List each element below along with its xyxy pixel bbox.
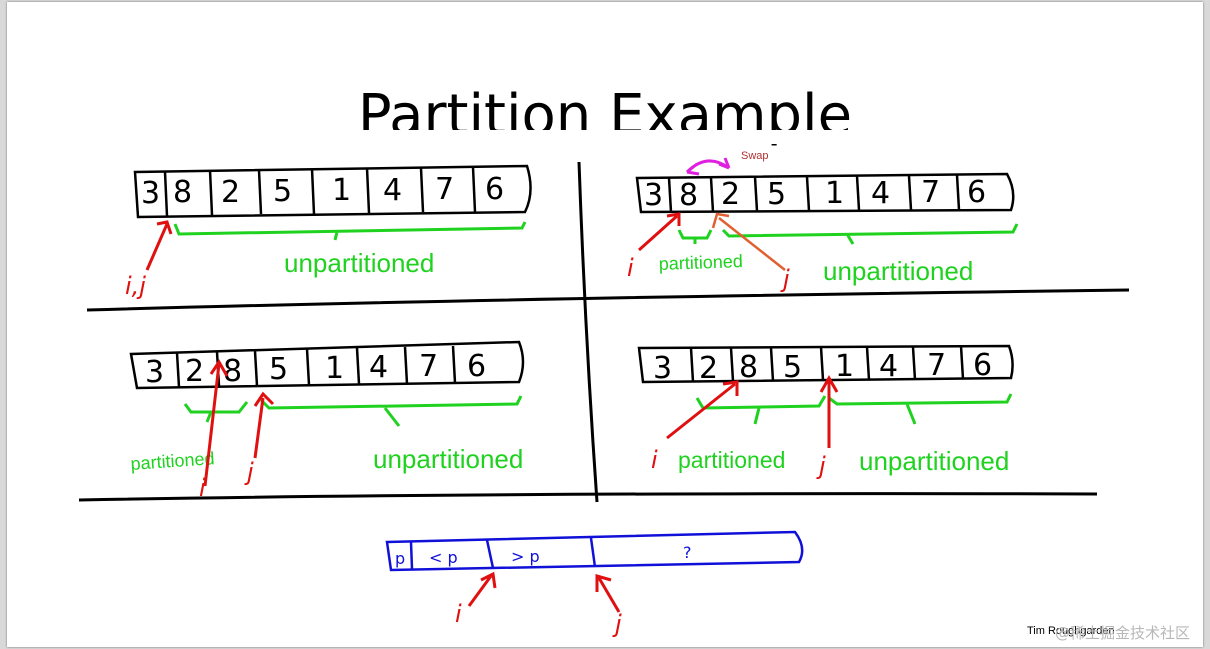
unpartitioned-label: unpartitioned bbox=[823, 256, 973, 286]
array-cell: 4 bbox=[369, 350, 388, 385]
partitioned-brace bbox=[183, 401, 249, 423]
pointer-i-label: i bbox=[455, 600, 462, 628]
panel-bottom-right: 3 2 8 5 1 4 7 6 partitioned unpartitione… bbox=[637, 344, 1014, 480]
slide: Partition Example 3 8 2 5 1 4 7 6 unpart… bbox=[7, 2, 1203, 647]
array-cell: 4 bbox=[879, 349, 898, 384]
title-mask bbox=[347, 130, 867, 144]
pointer-j-label: j bbox=[780, 265, 790, 293]
array-cell: 5 bbox=[273, 174, 292, 209]
pointer-i-arrow bbox=[203, 359, 229, 487]
pointer-i-label: i bbox=[199, 474, 206, 502]
pointer-j-arrow bbox=[711, 212, 786, 271]
array-cell: 7 bbox=[435, 172, 454, 207]
partitioned-label: partitioned bbox=[678, 447, 785, 473]
invariant-box bbox=[385, 530, 804, 572]
middle-divider bbox=[86, 288, 1130, 312]
array-cell: 6 bbox=[967, 175, 986, 210]
pointer-i-label: i bbox=[651, 446, 658, 474]
array-cell: 1 bbox=[332, 173, 351, 208]
pointer-ij-label: i,j bbox=[125, 272, 146, 300]
partitioned-brace bbox=[677, 229, 713, 244]
pointer-j-label: j bbox=[612, 610, 622, 638]
invariant-cell-pivot: p bbox=[395, 549, 405, 568]
array-cell: 6 bbox=[973, 348, 992, 383]
array-cell: 5 bbox=[767, 177, 786, 212]
pointer-i-arrow bbox=[666, 380, 739, 440]
array-cell: 1 bbox=[325, 351, 344, 386]
pointer-arrow bbox=[145, 220, 173, 271]
unpartitioned-label: unpartitioned bbox=[859, 446, 1009, 476]
array-cell: 1 bbox=[835, 349, 854, 384]
array-dividers bbox=[689, 345, 965, 383]
bottom-divider bbox=[78, 492, 1098, 502]
array-cell: 3 bbox=[145, 355, 164, 390]
partitioned-brace bbox=[695, 395, 827, 425]
invariant-dividers bbox=[409, 537, 597, 570]
partitioned-label: partitioned bbox=[658, 251, 743, 274]
array-box bbox=[133, 164, 532, 219]
array-cell: 1 bbox=[825, 176, 844, 211]
array-cell: 3 bbox=[644, 178, 663, 213]
array-cell: 8 bbox=[223, 354, 242, 389]
array-cell: 8 bbox=[739, 350, 758, 385]
unpartitioned-brace bbox=[259, 395, 523, 427]
array-cell: 2 bbox=[721, 177, 740, 212]
pointer-i-arrow bbox=[467, 571, 497, 607]
array-cell: 6 bbox=[485, 172, 504, 207]
array-dividers bbox=[175, 345, 457, 388]
array-box bbox=[637, 344, 1014, 384]
array-cell: 4 bbox=[871, 176, 890, 211]
array-cell: 3 bbox=[141, 176, 160, 211]
invariant-cell-less: < p bbox=[429, 548, 458, 567]
array-dividers bbox=[163, 166, 477, 217]
vertical-divider bbox=[577, 161, 599, 503]
array-cell: 5 bbox=[783, 350, 802, 385]
pointer-j-arrow bbox=[595, 574, 621, 613]
array-cell: 7 bbox=[419, 349, 438, 384]
array-cell: 7 bbox=[921, 175, 940, 210]
pointer-i-arrow bbox=[637, 212, 681, 252]
pointer-j-label: j bbox=[244, 458, 254, 486]
array-cell: 5 bbox=[269, 352, 288, 387]
array-cell: 7 bbox=[927, 348, 946, 383]
array-cell: 2 bbox=[221, 175, 240, 210]
pointer-i-label: i bbox=[627, 254, 634, 282]
invariant-cell-greater: > p bbox=[511, 547, 540, 566]
invariant-cell-unknown: ? bbox=[683, 543, 692, 562]
array-box bbox=[635, 172, 1015, 214]
array-cell: 2 bbox=[699, 351, 718, 386]
array-cell: 6 bbox=[467, 349, 486, 384]
array-cell: 2 bbox=[185, 354, 204, 389]
pointer-j-label: j bbox=[816, 452, 826, 480]
array-cell: 8 bbox=[173, 175, 192, 210]
panel-top-right: 3 8 2 5 1 4 7 6 Swap partitioned unparti… bbox=[627, 150, 1019, 293]
array-cell: 8 bbox=[679, 178, 698, 213]
array-cell: 4 bbox=[383, 173, 402, 208]
array-box bbox=[129, 340, 525, 390]
swap-label: Swap bbox=[741, 150, 769, 162]
author-credit: Tim Roughgarden bbox=[1027, 625, 1115, 637]
slide-canvas: Partition Example 3 8 2 5 1 4 7 6 unpart… bbox=[78, 83, 1190, 642]
array-cell: 3 bbox=[653, 351, 672, 386]
panel-bottom-left: 3 2 8 5 1 4 7 6 partitioned unpartitione… bbox=[129, 340, 525, 502]
partitioned-label: partitioned bbox=[130, 448, 215, 474]
unpartitioned-brace bbox=[173, 221, 527, 241]
invariant-diagram: p < p > p ? i j bbox=[385, 530, 804, 638]
swap-arrow-icon bbox=[685, 157, 731, 176]
unpartitioned-label: unpartitioned bbox=[373, 444, 523, 474]
unpartitioned-brace bbox=[828, 393, 1013, 425]
pointer-j-arrow bbox=[819, 374, 839, 448]
watermark: @稀土掘金技术社区 bbox=[1055, 624, 1190, 642]
pointer-j-arrow bbox=[253, 391, 275, 459]
panel-top-left: 3 8 2 5 1 4 7 6 unpartitioned i,j bbox=[125, 164, 532, 300]
unpartitioned-brace bbox=[721, 223, 1019, 245]
unpartitioned-label: unpartitioned bbox=[284, 248, 434, 278]
array-dividers bbox=[667, 174, 961, 213]
